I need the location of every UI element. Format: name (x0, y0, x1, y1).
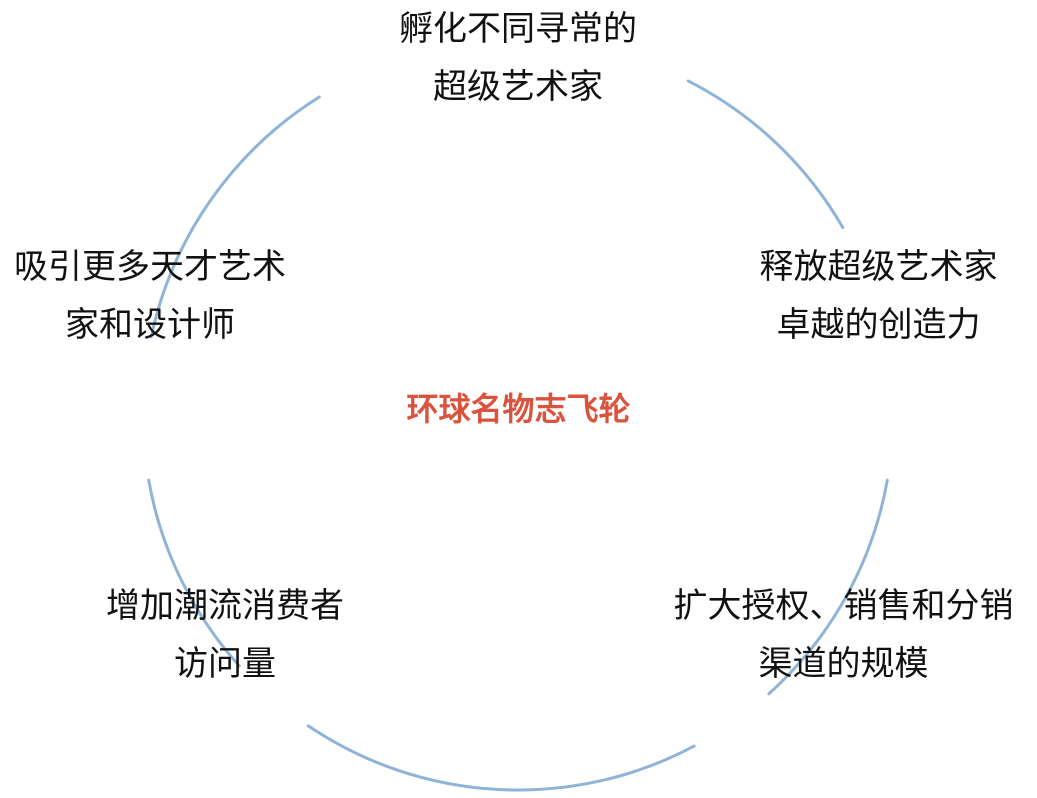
node-scale-channels: 扩大授权、销售和分销 渠道的规模 (650, 577, 1037, 693)
node-scale-channels-line-1: 扩大授权、销售和分销 (673, 586, 1014, 626)
node-release-creativity: 释放超级艺术家 卓越的创造力 (720, 238, 1037, 354)
node-incubate-artists: 孵化不同寻常的 超级艺术家 (333, 0, 703, 116)
node-release-creativity-line-2: 卓越的创造力 (776, 305, 981, 345)
node-incubate-artists-line-2: 超级艺术家 (433, 67, 603, 107)
node-attract-talent: 吸引更多天才艺术 家和设计师 (0, 238, 300, 354)
node-incubate-artists-line-1: 孵化不同寻常的 (399, 9, 637, 49)
ring-arc-segment (686, 79, 845, 229)
node-release-creativity-line-1: 释放超级艺术家 (759, 247, 998, 287)
node-increase-traffic: 增加潮流消费者 访问量 (70, 577, 380, 693)
ring-arc-segment (149, 95, 321, 339)
node-increase-traffic-line-1: 增加潮流消费者 (106, 586, 344, 626)
center-title: 环球名物志飞轮 (406, 390, 631, 428)
ring-arc-segment (767, 478, 889, 696)
node-attract-talent-line-1: 吸引更多天才艺术 (14, 247, 286, 287)
node-increase-traffic-line-2: 访问量 (174, 644, 276, 684)
node-attract-talent-line-2: 家和设计师 (65, 305, 235, 345)
node-scale-channels-line-2: 渠道的规模 (758, 644, 929, 684)
ring-arc-segment (147, 478, 241, 668)
ring-arc-segment (306, 724, 696, 792)
